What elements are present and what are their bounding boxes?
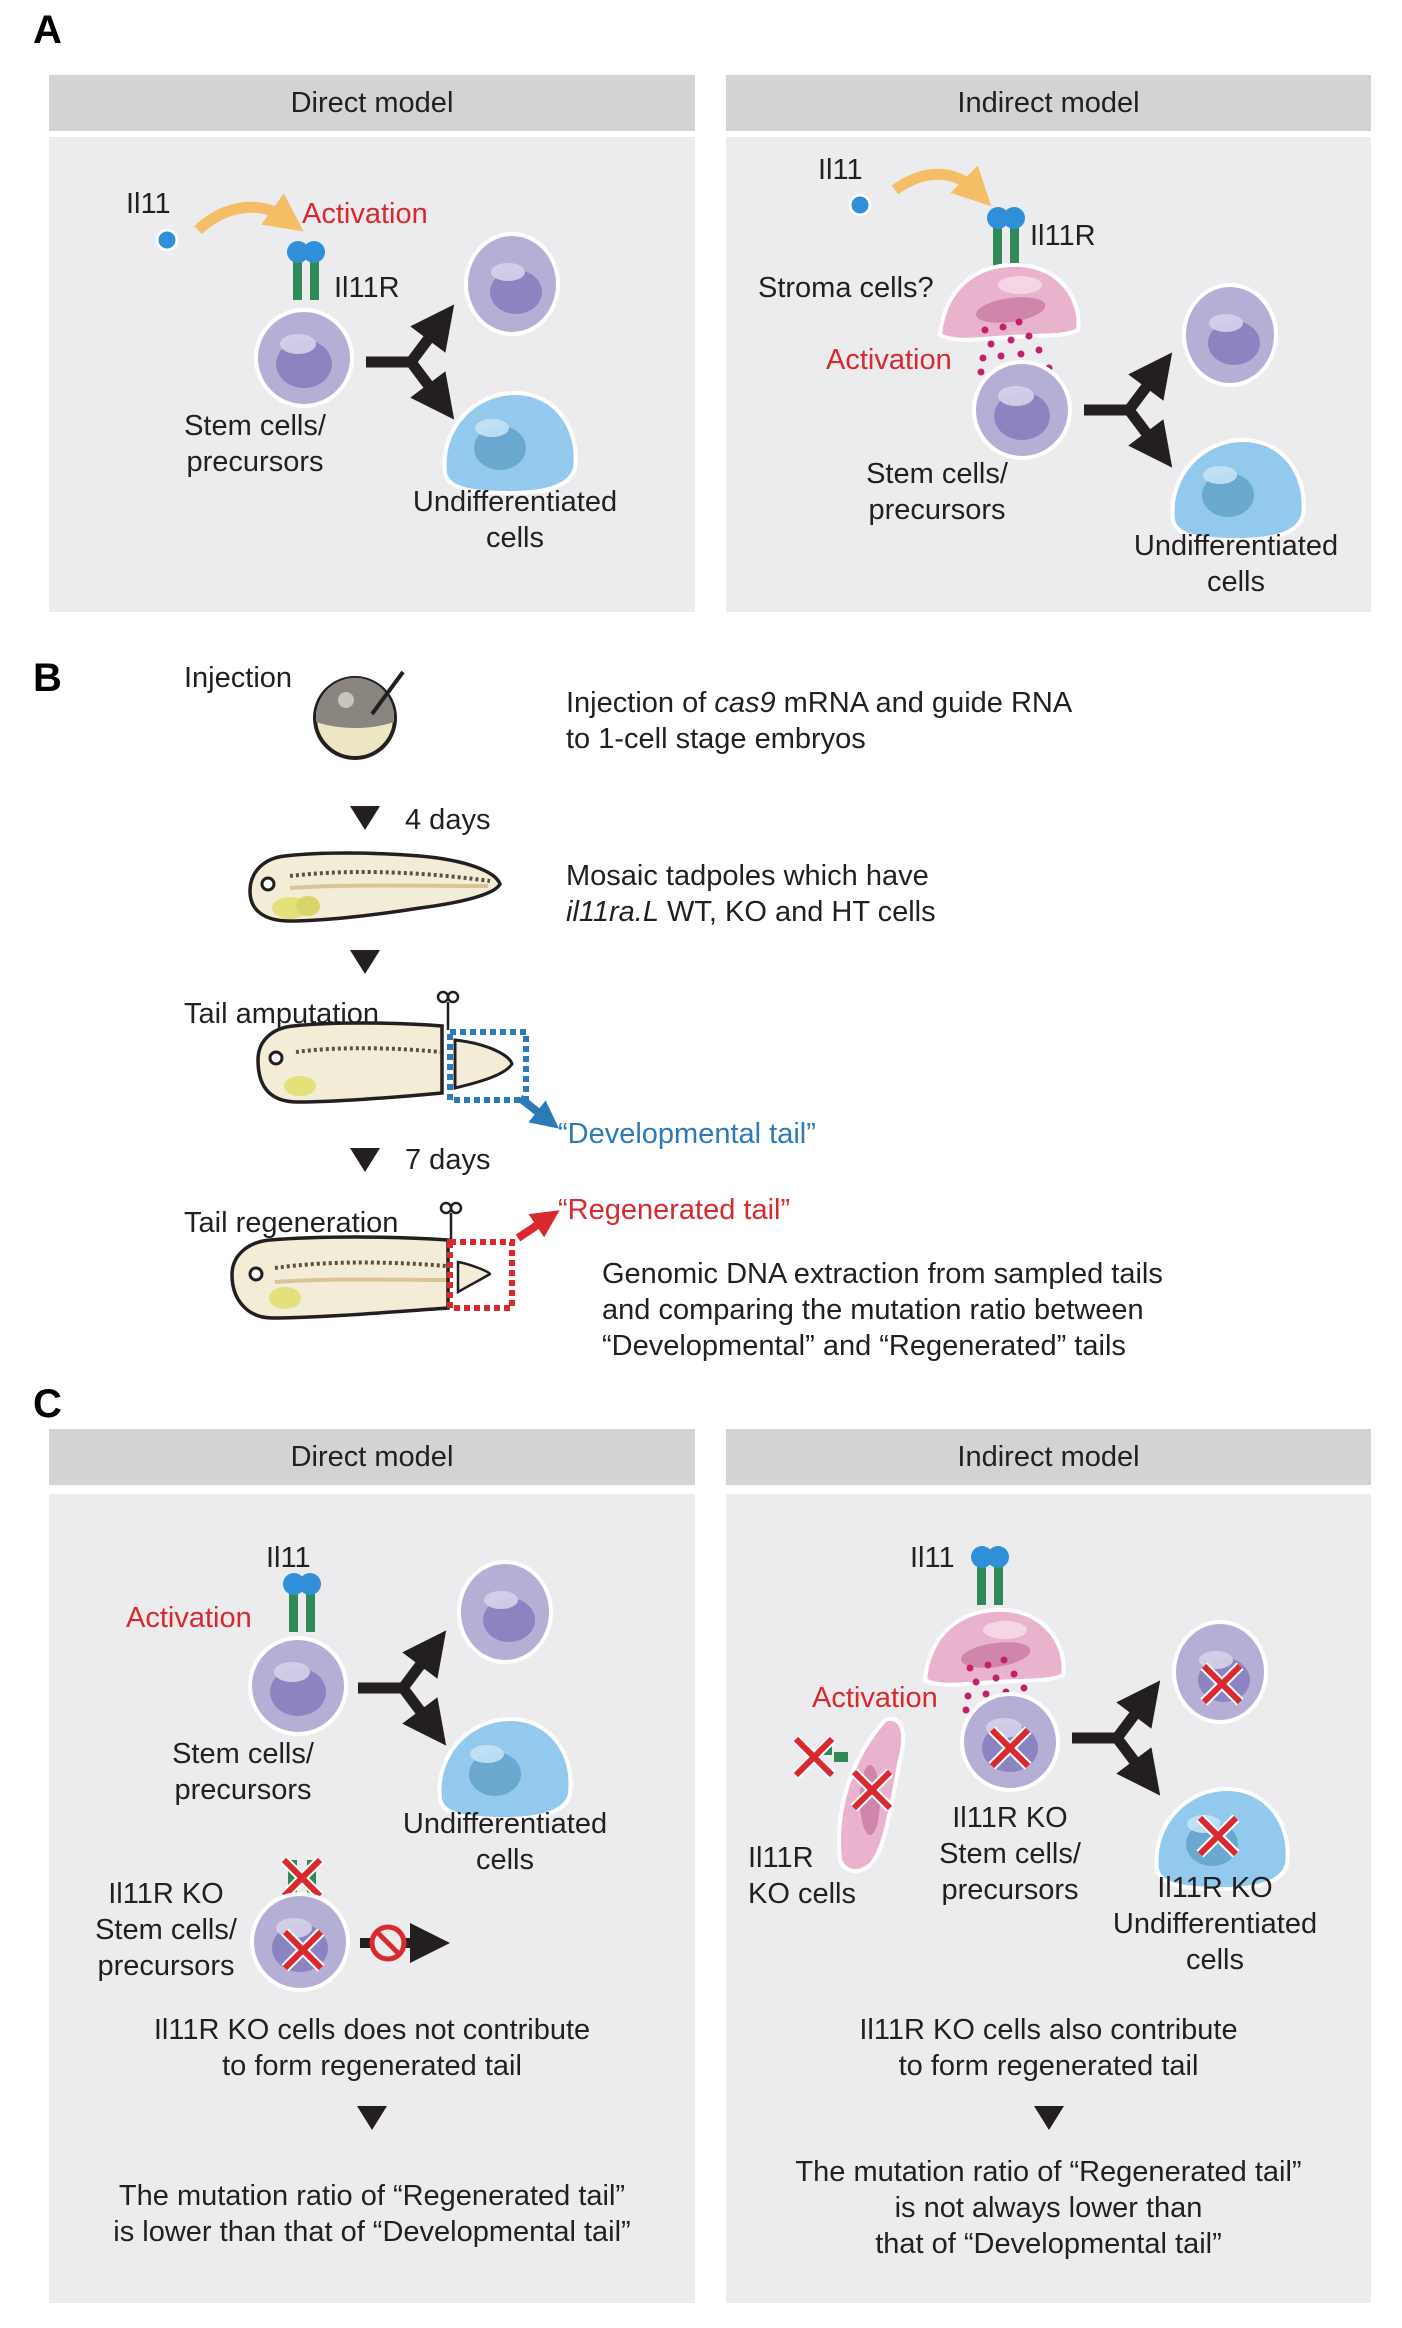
stem-cells-label: Stem cells/ precursors <box>866 458 1008 526</box>
regenerated-arrow-icon <box>515 1210 560 1242</box>
undifferentiated-cells-label: Undifferentiated cells <box>1133 530 1339 598</box>
tail-amputation-label: Tail amputation <box>184 998 380 1030</box>
il11-ligand-icon <box>155 228 179 252</box>
developmental-arrow-icon <box>517 1094 560 1129</box>
stem-cells-label: Stem cells/ precursors <box>184 410 326 478</box>
direct-statement: Il11R KO cells does not contribute to fo… <box>153 2014 591 2082</box>
panel-a-direct-body <box>49 137 695 612</box>
il11-label: Il11 <box>126 188 171 220</box>
mosaic-tadpole-description: Mosaic tadpoles which have il11ra.L WT, … <box>566 860 936 928</box>
panel-c-direct-graphic <box>248 1560 573 2130</box>
differentiation-arrow-icon <box>358 1648 433 1728</box>
indirect-statement: Il11R KO cells also contribute to form r… <box>859 2014 1238 2082</box>
ko-cells-label: Il11R KO cells <box>748 1842 856 1910</box>
down-arrow-icon <box>350 950 380 974</box>
differentiated-cell-icon <box>1182 283 1278 387</box>
regenerated-tail-box <box>447 1239 515 1311</box>
amputation-tadpole-icon <box>256 1021 514 1104</box>
binding-arrow-icon <box>891 165 992 207</box>
il11r-label: Il11R <box>1030 220 1096 252</box>
panel-a-indirect-header: Indirect model <box>726 75 1371 131</box>
activation-label: Activation <box>302 198 428 230</box>
scissors-icon <box>436 990 460 1030</box>
il11-label: Il11 <box>818 154 863 186</box>
activation-label: Activation <box>826 344 952 376</box>
il11-label: Il11 <box>910 1542 955 1574</box>
indirect-conclusion: The mutation ratio of “Regenerated tail”… <box>795 2156 1302 2260</box>
panel-label-b: B <box>33 656 62 700</box>
scissors-icon <box>439 1201 463 1240</box>
differentiation-arrow-icon <box>1084 370 1159 450</box>
tadpole-icon <box>248 851 502 923</box>
ko-stem-cells-label: Il11R KO Stem cells/ precursors <box>939 1802 1081 1906</box>
interval-4-days: 4 days <box>405 804 491 836</box>
ko-stem-cell-icon <box>960 1692 1060 1792</box>
stroma-cell-icon <box>938 262 1081 342</box>
panel-label-c: C <box>33 1382 62 1426</box>
down-arrow-icon <box>350 806 380 830</box>
binding-arrow-icon <box>194 193 304 235</box>
injection-label: Injection <box>184 662 293 694</box>
ko-stem-cell-icon <box>250 1892 350 1992</box>
developmental-tail-box <box>447 1029 529 1103</box>
undifferentiated-cells-label: Undifferentiated cells <box>402 1808 608 1876</box>
panel-a-direct-header: Direct model <box>49 75 695 131</box>
il11-ligand-icon <box>848 193 872 217</box>
panel-b-graphic <box>230 670 560 1320</box>
down-arrow-icon <box>350 1148 380 1172</box>
needle-icon <box>370 670 405 716</box>
stem-cell-icon <box>254 308 354 408</box>
down-arrow-icon <box>1034 2106 1064 2130</box>
undifferentiated-cells-label: Undifferentiated cells <box>412 486 618 554</box>
activation-label: Activation <box>812 1682 938 1714</box>
il11r-receptor-icon <box>971 1546 1009 1605</box>
stroma-cell-icon <box>923 1607 1066 1687</box>
tail-regeneration-label: Tail regeneration <box>184 1207 399 1239</box>
il11r-label: Il11R <box>334 272 400 304</box>
developmental-tail-label: “Developmental tail” <box>558 1118 816 1150</box>
regenerated-tail-label: “Regenerated tail” <box>558 1194 791 1226</box>
il11-label: Il11 <box>266 1542 311 1574</box>
differentiated-cell-icon <box>464 232 560 336</box>
ko-undifferentiated-cells-label: Il11R KO Undifferentiated cells <box>1112 1872 1318 1976</box>
activation-label: Activation <box>126 1602 252 1634</box>
regeneration-tadpole-icon <box>230 1235 492 1320</box>
differentiated-cell-icon <box>457 1560 553 1664</box>
down-arrow-icon <box>357 2106 387 2130</box>
panel-c-direct-header: Direct model <box>49 1429 695 1485</box>
ko-receptor-icon <box>284 1860 320 1898</box>
undifferentiated-cell-icon <box>437 1717 573 1821</box>
injection-description: Injection of cas9 mRNA and guide RNA to … <box>566 687 1073 755</box>
panel-c-indirect-graphic <box>796 1546 1290 2130</box>
panel-c-indirect-header: Indirect model <box>726 1429 1371 1485</box>
il11r-receptor-icon <box>283 1573 321 1632</box>
blocked-arrow-icon <box>360 1923 450 1963</box>
genomic-dna-description: Genomic DNA extraction from sampled tail… <box>602 1258 1163 1362</box>
panel-c-direct-body <box>49 1494 695 2303</box>
undifferentiated-cell-icon <box>442 391 578 495</box>
ko-stroma-cell-icon <box>796 1717 906 1873</box>
differentiation-arrow-icon <box>1072 1698 1147 1778</box>
embryo-icon <box>313 670 405 760</box>
il11r-receptor-icon <box>987 207 1025 266</box>
panel-a-direct-graphic <box>155 193 578 495</box>
panel-label-a: A <box>33 8 62 52</box>
ko-differentiated-cell-icon <box>1172 1620 1268 1724</box>
stem-cells-label: Stem cells/ precursors <box>172 1738 314 1806</box>
stem-cell-icon <box>972 360 1072 460</box>
differentiation-arrow-icon <box>366 322 441 402</box>
stroma-cells-label: Stroma cells? <box>758 272 934 304</box>
direct-conclusion: The mutation ratio of “Regenerated tail”… <box>113 2180 631 2248</box>
stem-cell-icon <box>248 1636 348 1736</box>
ko-stem-cells-label: Il11R KO Stem cells/ precursors <box>95 1878 237 1982</box>
undifferentiated-cell-icon <box>1170 438 1306 542</box>
interval-7-days: 7 days <box>405 1144 491 1176</box>
il11r-receptor-icon <box>287 241 325 300</box>
panel-a-indirect-graphic <box>848 165 1306 542</box>
